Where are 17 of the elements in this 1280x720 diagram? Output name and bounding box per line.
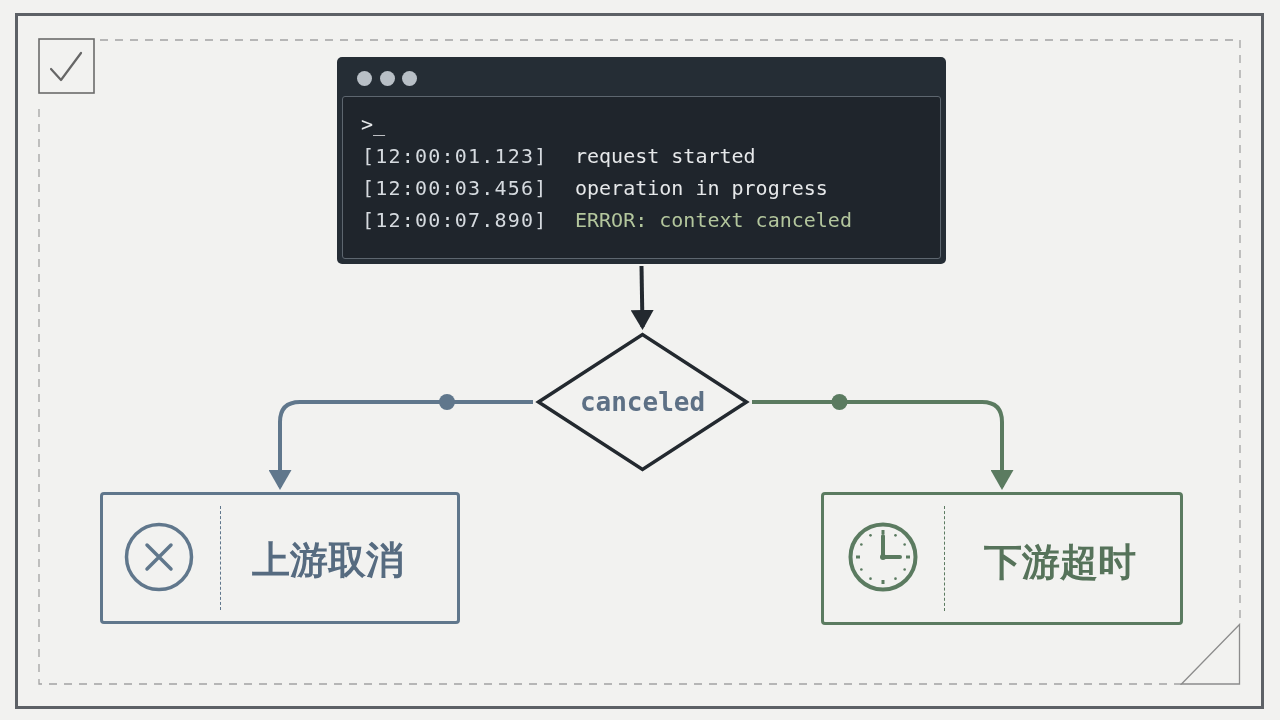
timestamp-text: [12:00:03.456] — [362, 175, 548, 201]
outcome-box — [100, 492, 460, 624]
arrow — [630, 265, 654, 330]
arrow — [268, 400, 533, 490]
arrow — [752, 400, 1014, 490]
decision-diamond — [535, 332, 750, 472]
log-message: ERROR: context canceled — [575, 207, 852, 233]
log-message: request started — [575, 143, 756, 169]
terminal-window — [337, 57, 946, 264]
decision-text: canceled — [579, 386, 706, 418]
outcome-text: 上游取消 — [252, 537, 404, 583]
outcome-box — [821, 492, 1183, 625]
outcome-text: 下游超时 — [984, 539, 1136, 585]
log-message: operation in progress — [575, 175, 828, 201]
timestamp-text: [12:00:01.123] — [362, 143, 548, 169]
prompt-text: >_ — [361, 111, 386, 137]
timestamp-text: [12:00:07.890] — [362, 207, 548, 233]
